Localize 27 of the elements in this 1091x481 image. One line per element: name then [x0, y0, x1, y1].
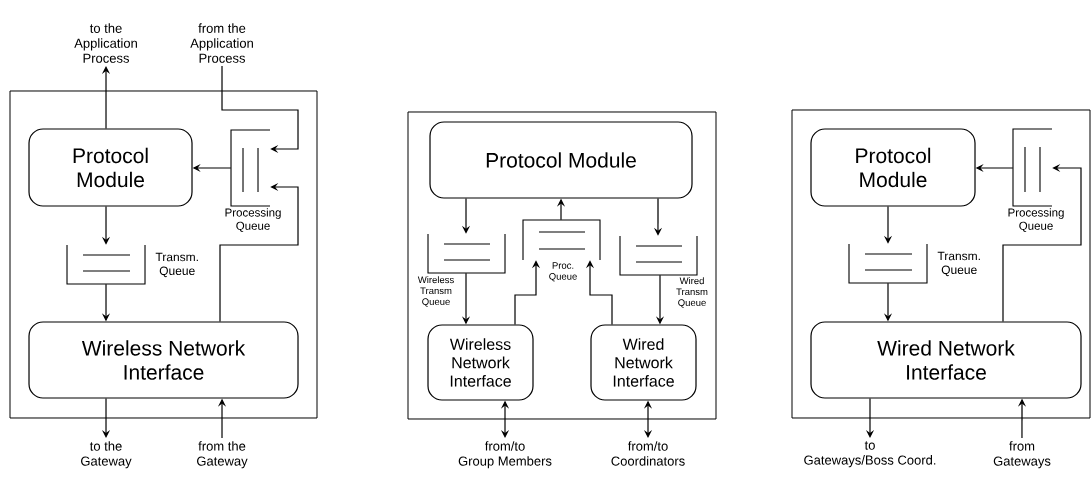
- queue-label: Processing Queue: [225, 208, 281, 232]
- endpoint-label: from the Application Process: [190, 23, 253, 63]
- endpoint-label: from/to Group Members: [458, 441, 552, 469]
- queue-label: Proc. Queue: [549, 262, 577, 282]
- arrow: [221, 65, 299, 154]
- module-box: Protocol Module: [28, 128, 193, 207]
- panel-frame: [9, 90, 318, 419]
- module-box: Protocol Module: [429, 121, 693, 199]
- queue-label: Wired Transm Queue: [676, 277, 708, 308]
- queue-label: Transm. Queue: [155, 252, 198, 278]
- endpoint-label: from the Gateway: [197, 441, 248, 469]
- module-box: Wireless Network Interface: [427, 324, 534, 401]
- endpoint-label: to the Gateway: [81, 441, 132, 469]
- module-box: Wired Network Interface: [590, 324, 697, 401]
- queue-label: Wireless Transm Queue: [417, 276, 454, 307]
- queue-label: Processing Queue: [1008, 208, 1064, 232]
- module-box: Wired Network Interface: [810, 321, 1082, 399]
- arrow: [585, 260, 613, 325]
- module-box: Wireless Network Interface: [28, 321, 299, 399]
- module-box: Protocol Module: [810, 128, 976, 207]
- endpoint-label: from/to Coordinators: [611, 441, 685, 466]
- panel-frame: [407, 111, 717, 420]
- endpoint-label: to Gateways/Boss Coord.: [804, 441, 936, 468]
- panel-frame: [791, 109, 1091, 419]
- endpoint-label: from Gateways: [993, 441, 1051, 469]
- queue-label: Transm. Queue: [937, 251, 980, 277]
- endpoint-label: to the Application Process: [74, 23, 137, 63]
